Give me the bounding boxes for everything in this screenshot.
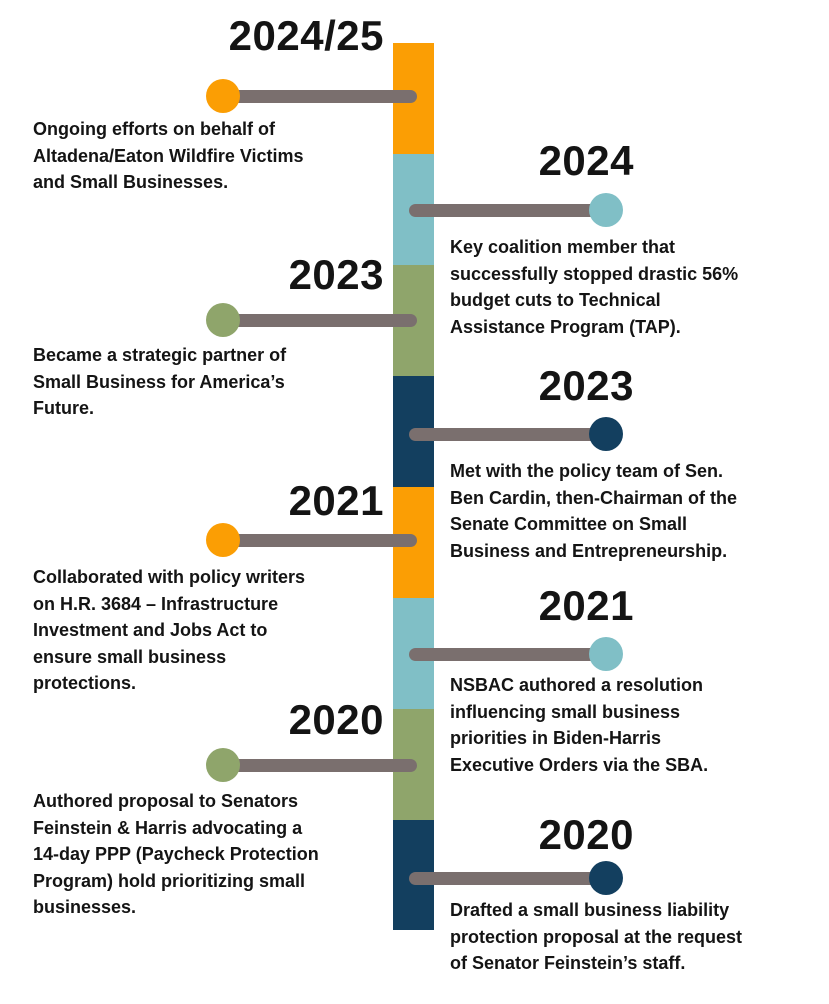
connector-line — [223, 314, 417, 327]
description-line: of Senator Feinstein’s staff. — [450, 953, 686, 973]
connector-line — [409, 648, 606, 661]
connector-line — [223, 534, 417, 547]
description-line: budget cuts to Technical — [450, 290, 661, 310]
event-description: Collaborated with policy writers on H.R. … — [33, 564, 305, 697]
event-year: 2020 — [288, 696, 384, 743]
description-line: Business and Entrepreneurship. — [450, 540, 728, 561]
description-line: NSBAC authored a resolution — [450, 675, 704, 695]
event-description: NSBAC authored a resolution influencing s… — [450, 672, 708, 778]
description-line: Collaborated with policy writers — [33, 567, 306, 587]
event-year: 2023 — [288, 251, 384, 298]
description-line: Ongoing efforts on behalf of — [33, 119, 275, 139]
description-line: Program) hold prioritizing small — [33, 870, 306, 891]
description-line: Drafted a small business liability — [450, 900, 730, 920]
event-dot — [206, 523, 240, 557]
description-line: successfully stopped drastic 56% — [450, 263, 739, 284]
connector-line — [409, 204, 606, 217]
description-line: Became a strategic partner of — [33, 345, 287, 365]
description-line: protections. — [33, 673, 137, 693]
event-dot — [206, 79, 240, 113]
event-description: Key coalition member that successfully st… — [450, 234, 738, 340]
event-dot — [589, 193, 623, 227]
description-line: and Small Businesses. — [33, 172, 229, 192]
connector-line — [223, 759, 417, 772]
event-dot — [589, 861, 623, 895]
description-line: influencing small business — [450, 701, 681, 722]
description-line: Key coalition member that — [450, 237, 676, 257]
description-line: Senate Committee on Small — [450, 514, 688, 534]
event-description: Became a strategic partner of Small Busin… — [33, 342, 286, 422]
description-line: Met with the policy team of Sen. — [450, 461, 724, 481]
event-dot — [206, 748, 240, 782]
event-year: 2024 — [538, 137, 634, 184]
event-dot — [206, 303, 240, 337]
description-line: 14-day PPP (Paycheck Protection — [33, 844, 319, 864]
event-year: 2020 — [538, 811, 634, 858]
description-line: Future. — [33, 398, 94, 418]
event-dot — [589, 637, 623, 671]
description-line: Assistance Program (TAP). — [450, 316, 681, 337]
event-description: Ongoing efforts on behalf of Altadena/Eat… — [33, 116, 304, 196]
connector-line — [409, 428, 606, 441]
description-line: businesses. — [33, 897, 137, 917]
description-line: Feinstein & Harris advocating a — [33, 817, 303, 838]
description-line: ensure small business — [33, 646, 227, 667]
event-year: 2021 — [538, 582, 634, 629]
event-description: Met with the policy team of Sen. Ben Card… — [450, 458, 737, 564]
description-line: Investment and Jobs Act to — [33, 620, 268, 640]
description-line: Altadena/Eaton Wildfire Victims — [33, 145, 304, 166]
description-line: Small Business for America’s — [33, 371, 285, 392]
connector-line — [223, 90, 417, 103]
event-year: 2021 — [288, 477, 384, 524]
event-description: Drafted a small business liability protec… — [450, 897, 742, 977]
description-line: Ben Cardin, then-Chairman of the — [450, 487, 738, 508]
description-line: protection proposal at the request — [450, 926, 743, 947]
connector-line — [409, 872, 606, 885]
event-year: 2023 — [538, 362, 634, 409]
description-line: Executive Orders via the SBA. — [450, 754, 709, 775]
event-dot — [589, 417, 623, 451]
description-line: on H.R. 3684 – Infrastructure — [33, 593, 279, 614]
description-line: Authored proposal to Senators — [33, 791, 299, 811]
description-line: priorities in Biden-Harris — [450, 728, 662, 748]
event-year: 2024/25 — [228, 12, 384, 59]
